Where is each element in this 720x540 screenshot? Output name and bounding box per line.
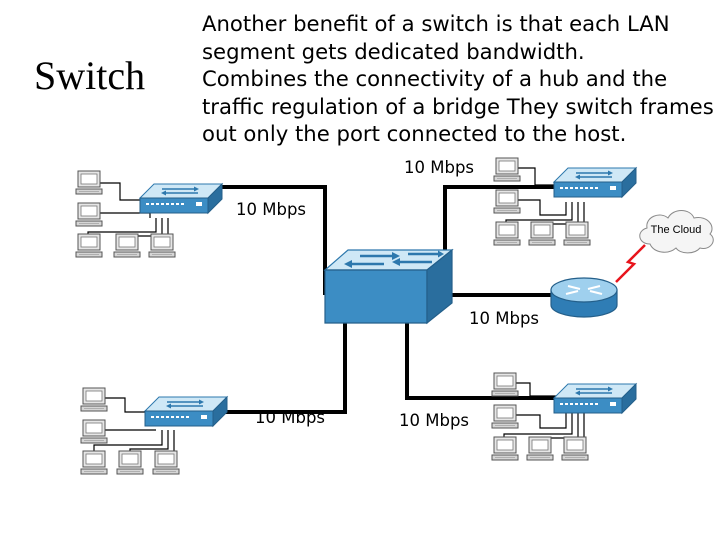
speed-label-bottom-right: 10 Mbps xyxy=(399,411,470,430)
switch-icon xyxy=(139,183,223,214)
speed-label-router-link: 10 Mbps xyxy=(469,309,540,328)
cloud-icon xyxy=(639,210,714,254)
description-line: Combines the connectivity of a hub and t… xyxy=(202,66,668,91)
computer-icon xyxy=(493,221,521,246)
description-line: Another benefit of a switch is that each… xyxy=(202,11,670,36)
slide-title: Switch xyxy=(34,53,146,98)
computer-icon xyxy=(80,387,108,412)
computer-icon xyxy=(80,450,108,475)
switch-icon xyxy=(553,167,637,198)
lightning-icon xyxy=(615,244,646,283)
switch-icon xyxy=(323,248,454,325)
computer-icon xyxy=(491,436,519,461)
computer-icon xyxy=(563,221,591,246)
description-line: traffic regulation of a bridge They swit… xyxy=(202,93,714,119)
computer-icon xyxy=(113,233,141,258)
computer-icon xyxy=(526,436,554,461)
switch-icon xyxy=(144,396,228,427)
description-line: out only the port connected to the host. xyxy=(202,121,627,146)
computer-icon xyxy=(152,450,180,475)
computer-icon xyxy=(528,221,556,246)
computer-icon xyxy=(493,189,521,214)
computer-icon xyxy=(491,404,519,429)
router-icon xyxy=(550,277,618,318)
computer-icon xyxy=(561,436,589,461)
computer-icon xyxy=(75,170,103,195)
computer-icon xyxy=(493,157,521,182)
computer-icon xyxy=(148,233,176,258)
slide-description: Another benefit of a switch is that each… xyxy=(202,10,717,148)
computer-icon xyxy=(75,202,103,227)
speed-label-top-left: 10 Mbps xyxy=(236,200,307,219)
computer-icon xyxy=(80,419,108,444)
description-line: segment gets dedicated bandwidth. xyxy=(202,38,585,64)
computer-icon xyxy=(116,450,144,475)
speed-label-top-right: 10 Mbps xyxy=(404,158,475,177)
computer-icon xyxy=(75,233,103,258)
speed-label-bottom-left: 10 Mbps xyxy=(255,408,326,427)
switch-icon xyxy=(553,383,637,414)
cloud-label: The Cloud xyxy=(651,224,702,236)
computer-icon xyxy=(491,372,519,397)
